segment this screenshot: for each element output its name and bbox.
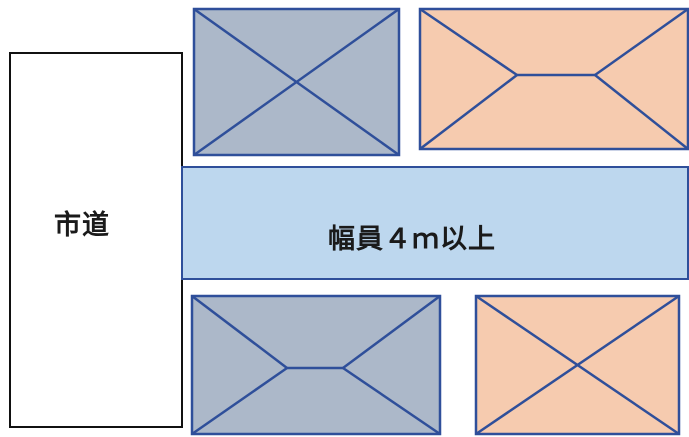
city-road — [9, 52, 183, 428]
road-width-label: 幅員４ｍ以上 — [328, 224, 496, 255]
building-top-left — [192, 7, 401, 157]
building-top-right — [418, 7, 689, 151]
building-bottom-right — [474, 294, 681, 436]
private-road — [181, 166, 689, 280]
building-bottom-left — [190, 294, 442, 436]
city-road-label: 市道 — [54, 210, 110, 241]
